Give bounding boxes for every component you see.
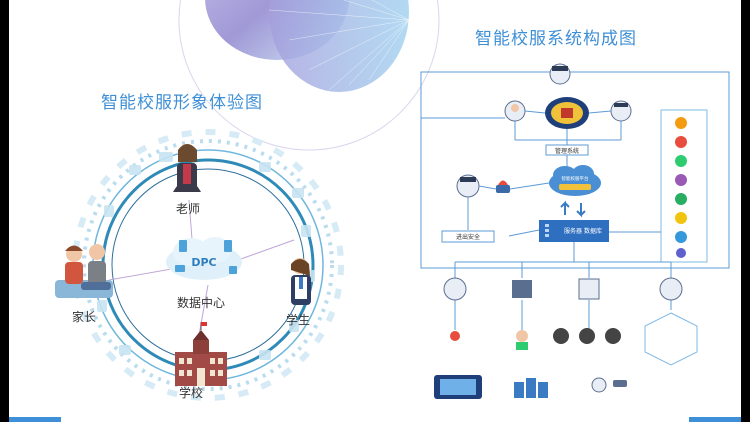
access-control-icon xyxy=(443,277,467,301)
diagram-canvas: DPC xyxy=(55,0,730,401)
data-center-cloud: DPC xyxy=(166,237,242,280)
teacher-label: 老师 xyxy=(176,202,201,216)
decorative-orbs xyxy=(178,0,440,151)
page: DPC xyxy=(9,0,741,422)
top-connectors xyxy=(421,110,622,168)
system-title: 智能校服系统构成图 xyxy=(475,29,637,49)
bottom-connectors xyxy=(454,242,672,330)
guard-right-icon xyxy=(610,100,632,122)
management-system-box xyxy=(545,144,589,156)
parent-label: 家长 xyxy=(72,310,97,324)
teacher-figure xyxy=(173,144,201,192)
guard-left-icon xyxy=(456,174,480,198)
school-label: 学校 xyxy=(179,386,204,400)
server-rack-icon xyxy=(545,224,549,237)
entry-safety-box xyxy=(441,230,495,243)
feature-column xyxy=(660,109,708,263)
recognition-hexagon xyxy=(644,312,698,366)
recognition-icon xyxy=(659,277,683,301)
arrows-up-down xyxy=(560,200,586,218)
management-system-label: 管理系统 xyxy=(555,147,579,155)
experience-title: 智能校服形象体验图 xyxy=(101,93,263,113)
alarm-light-icon xyxy=(496,180,510,193)
server-box xyxy=(539,220,609,242)
data-center-label: 数据中心 xyxy=(177,296,226,310)
entry-safety-label: 进出安全 xyxy=(456,233,480,241)
bottom-right-bar xyxy=(689,417,741,422)
bottom-devices xyxy=(434,328,627,399)
school-building xyxy=(175,322,227,386)
guard-top-icon xyxy=(549,63,571,85)
mid-connectors xyxy=(467,182,550,237)
emblem-badge xyxy=(545,97,589,129)
student-figure xyxy=(291,258,311,305)
alarm-system-icon xyxy=(578,278,600,300)
student-icon xyxy=(504,100,526,122)
gate-icon xyxy=(512,280,532,298)
parent-figure xyxy=(55,244,113,298)
cloud-platform xyxy=(549,165,601,196)
server-label: 服务器 数据库 xyxy=(564,227,602,235)
dpc-badge: DPC xyxy=(191,256,216,269)
student-label: 学生 xyxy=(286,313,311,327)
cloud-platform-label: 智能校服平台 xyxy=(562,175,589,182)
bottom-left-bar xyxy=(9,417,61,422)
